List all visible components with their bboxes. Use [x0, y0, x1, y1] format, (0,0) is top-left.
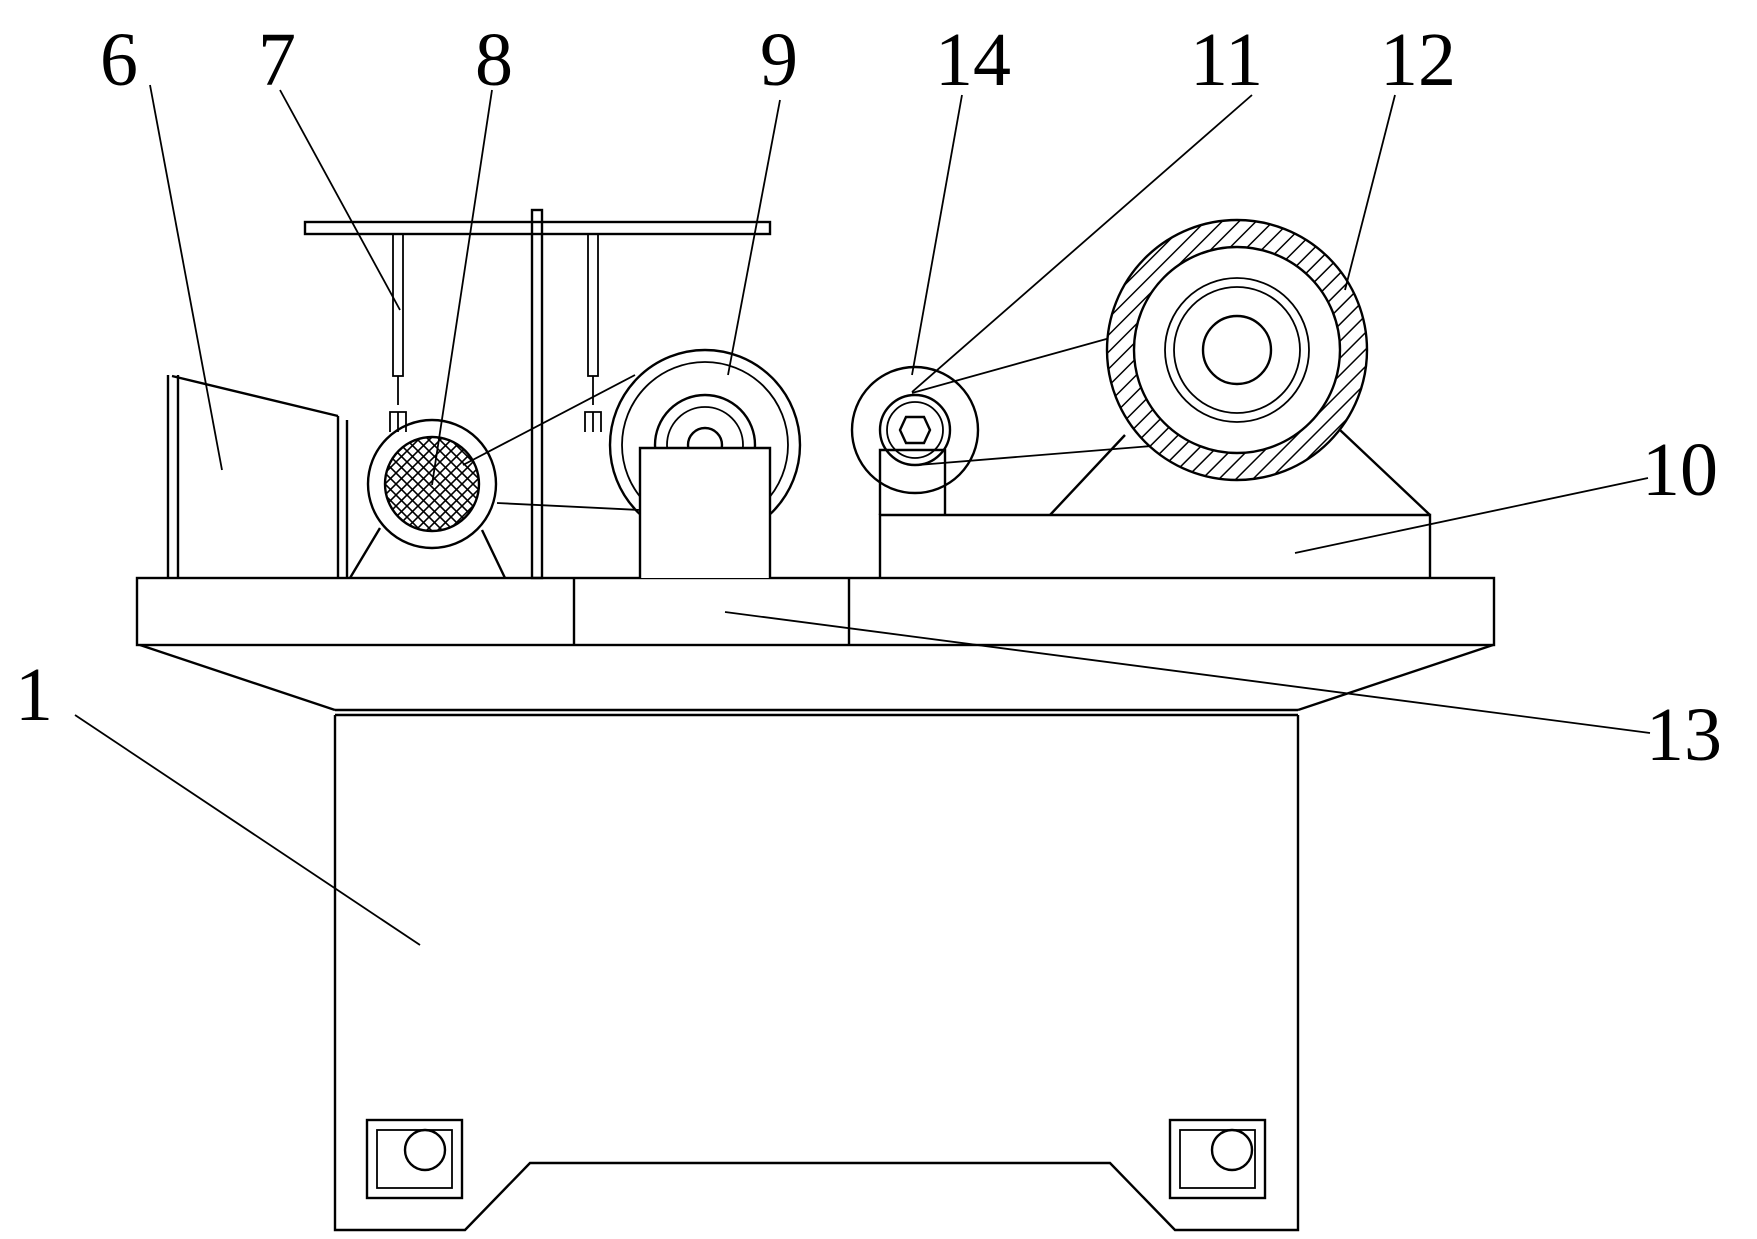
worktable-plate	[135, 576, 1496, 647]
base-cabinet	[139, 643, 1494, 1232]
callout-13: 13	[1646, 693, 1722, 777]
leader-lines	[74, 84, 1651, 946]
callout-12: 12	[1380, 18, 1456, 102]
callout-11: 11	[1190, 18, 1263, 102]
left-foot-bolt	[365, 1118, 464, 1200]
callout-14: 14	[935, 18, 1011, 102]
callout-10: 10	[1642, 428, 1718, 512]
callout-7: 7	[258, 18, 296, 102]
callout-1: 1	[15, 653, 53, 737]
callouts: 6 7 8 9 14 11 12 10 13 1	[15, 18, 1722, 777]
overhead-rail	[303, 208, 772, 580]
guide-plate	[166, 374, 349, 578]
motor-assembly	[1049, 218, 1431, 516]
feed-roller	[348, 418, 507, 579]
callout-6: 6	[100, 18, 138, 102]
small-pulley	[850, 365, 980, 515]
motor-base	[878, 513, 1432, 578]
callout-9: 9	[760, 18, 798, 102]
pulley-assembly	[608, 348, 802, 578]
right-foot-bolt	[1168, 1118, 1267, 1200]
callout-8: 8	[475, 18, 513, 102]
